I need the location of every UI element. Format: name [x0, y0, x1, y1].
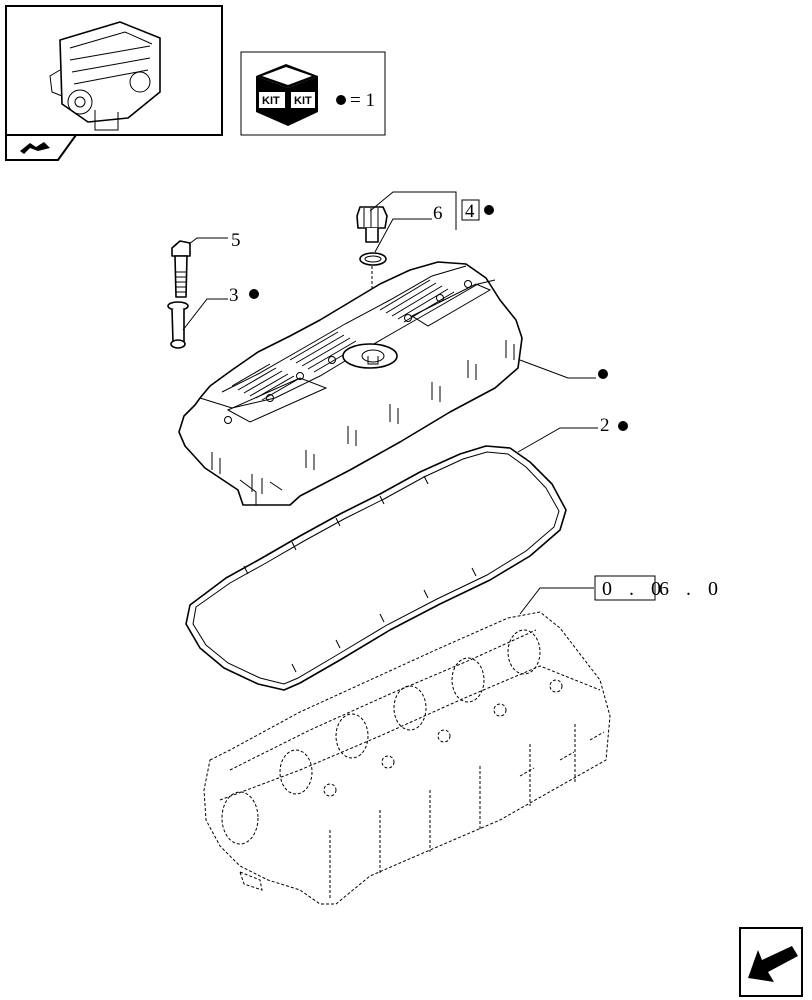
callout-4-box: [461, 199, 480, 221]
callout-6: 6: [433, 203, 443, 224]
bolt-part[interactable]: [171, 240, 191, 298]
seal-ring-part[interactable]: [359, 252, 387, 266]
reference-link[interactable]: 0 . 0 6 . 0: [594, 575, 724, 601]
cylinder-head-reference[interactable]: [203, 611, 611, 905]
next-page-button[interactable]: [739, 927, 803, 997]
spacer-part[interactable]: [167, 301, 189, 349]
kit-equals-value: = 1: [350, 90, 375, 111]
reference-boxed: 0 . 0: [602, 578, 667, 600]
kit-label-right: KIT: [294, 95, 312, 107]
reference-rest: 6 . 0: [659, 578, 724, 600]
filler-cap-part[interactable]: [356, 206, 388, 243]
valve-cover-part[interactable]: [178, 261, 523, 506]
kit-label-left: KIT: [262, 95, 280, 107]
kit-bullet-icon: [336, 95, 346, 105]
cover-kit-bullet: [598, 369, 608, 379]
tractor-icon: [20, 142, 50, 154]
thumbnail-tab[interactable]: [5, 134, 78, 161]
callout-3: 3: [229, 285, 239, 306]
reference-box: [594, 575, 656, 601]
kit-box-icon: [256, 64, 318, 126]
engine-thumbnail-icon: [49, 21, 161, 131]
callout-4-kit-bullet: [484, 205, 494, 215]
kit-legend: KIT KIT = 1: [240, 51, 386, 136]
callout-5: 5: [231, 230, 241, 251]
callout-3-kit-bullet: [249, 289, 259, 299]
gasket-part[interactable]: [185, 445, 567, 691]
arrow-icon: [748, 946, 798, 982]
callout-4: 4: [465, 201, 475, 222]
callout-2-kit-bullet: [618, 421, 628, 431]
engine-thumbnail-panel[interactable]: [5, 5, 223, 136]
callout-2: 2: [600, 415, 610, 436]
